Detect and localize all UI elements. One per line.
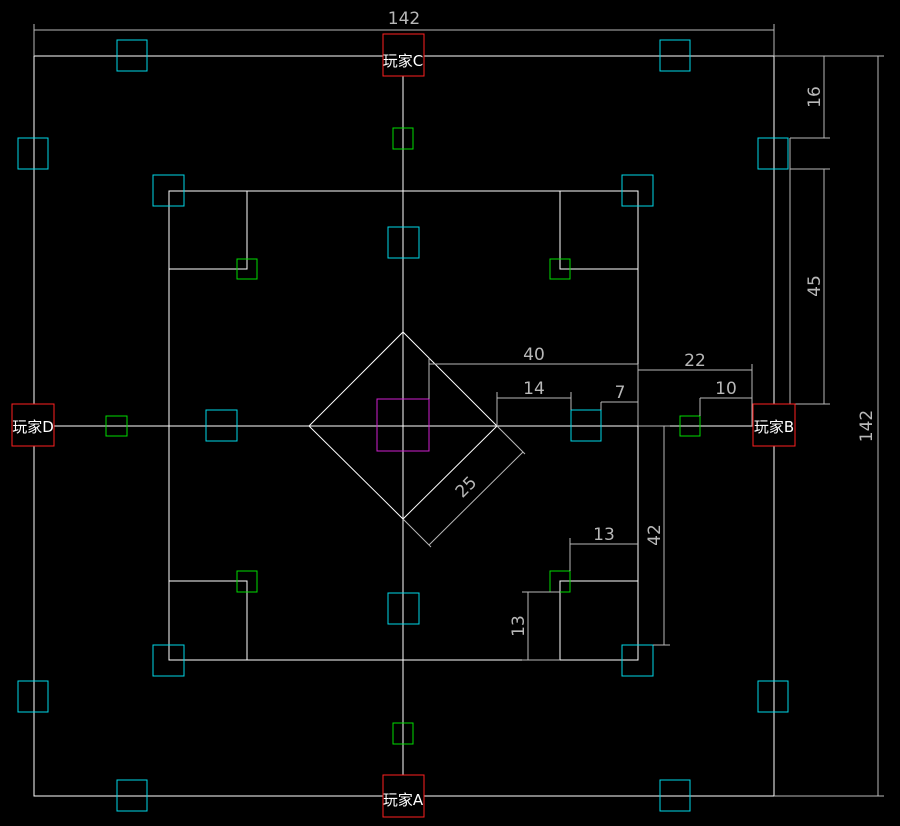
- player-b-label: 玩家B: [754, 418, 794, 436]
- cyan-marker: [757, 680, 789, 713]
- cyan-marker: [116, 779, 148, 812]
- player-c-label: 玩家C: [383, 52, 423, 70]
- cyan-marker: [152, 174, 185, 207]
- player-a-box: [382, 774, 425, 818]
- dimension-lines: [33, 24, 884, 797]
- green-marker: [549, 258, 571, 280]
- green-marker: [236, 258, 258, 280]
- dim-side-span: 45: [805, 275, 825, 297]
- player-b-box: [752, 403, 796, 447]
- dim-left-span: 14: [523, 379, 545, 399]
- dim-right-gap: 10: [715, 379, 737, 399]
- green-marker: [392, 127, 414, 150]
- cyan-marker: [152, 644, 185, 677]
- green-marker: [105, 415, 128, 437]
- cyan-marker: [659, 779, 691, 812]
- cyan-marker: [659, 39, 691, 72]
- dim-side-gap: 16: [805, 86, 825, 108]
- dim-top-width: 142: [388, 9, 420, 29]
- cyan-marker: [621, 644, 654, 677]
- cyan-marker: [570, 409, 602, 442]
- player-d-box: [11, 403, 55, 447]
- dim-right-height: 142: [857, 410, 877, 442]
- cyan-marker: [757, 137, 789, 170]
- player-c-box: [382, 33, 425, 77]
- player-d-label: 玩家D: [12, 418, 54, 436]
- cyan-marker: [387, 226, 420, 259]
- player-a-label: 玩家A: [383, 791, 424, 809]
- corner-bracket-bottom-right: [559, 580, 638, 660]
- dim-corner-width: 13: [593, 525, 615, 545]
- dim-small-gap: 7: [615, 383, 626, 403]
- green-marker: [392, 722, 414, 745]
- dim-corner-height: 13: [509, 615, 529, 637]
- center-marker: [376, 398, 430, 452]
- corner-bracket-top-right: [559, 191, 638, 270]
- cyan-marker: [116, 39, 148, 72]
- corner-bracket-top-left: [169, 191, 248, 270]
- cyan-marker: [17, 680, 49, 713]
- green-marker: [236, 570, 258, 593]
- dim-lower-span: 42: [645, 524, 665, 546]
- cyan-marker: [621, 174, 654, 207]
- cyan-markers: [17, 39, 789, 812]
- dim-inner-offset: 22: [684, 351, 706, 371]
- cyan-marker: [387, 592, 420, 625]
- cyan-marker: [17, 137, 49, 170]
- dim-center-offset: 40: [523, 345, 545, 365]
- corner-bracket-bottom-left: [169, 580, 248, 660]
- green-markers: [105, 127, 701, 745]
- green-marker: [679, 415, 701, 437]
- cyan-marker: [205, 409, 238, 442]
